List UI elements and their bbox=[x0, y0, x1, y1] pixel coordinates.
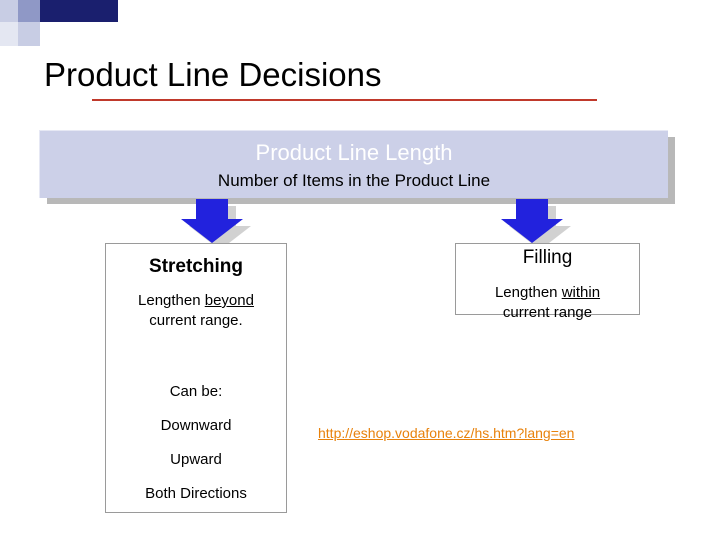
stretching-option-upward: Upward bbox=[170, 451, 222, 468]
arrow-stem bbox=[516, 199, 548, 219]
arrow-head bbox=[501, 219, 563, 243]
corner-block-3 bbox=[40, 0, 118, 22]
header-bar: Product Line Length Number of Items in t… bbox=[39, 130, 668, 198]
stretching-option-downward: Downward bbox=[160, 417, 232, 434]
filling-line-2: current range bbox=[502, 304, 593, 321]
filling-line-1-underlined: within bbox=[561, 284, 601, 301]
stretching-line-1-underlined: beyond bbox=[204, 292, 254, 309]
stretching-line-2: current range. bbox=[149, 312, 243, 329]
filling-heading: Filling bbox=[522, 247, 573, 268]
stretching-line-1: Lengthen beyond bbox=[106, 292, 286, 309]
header-bar-title: Product Line Length bbox=[255, 140, 453, 165]
vodafone-eshop-link[interactable]: http://eshop.vodafone.cz/hs.htm?lang=en bbox=[318, 425, 575, 441]
filling-box: Filling Lengthen within current range bbox=[455, 243, 640, 321]
down-arrow-left-icon bbox=[181, 199, 243, 243]
title-underline-rule bbox=[92, 99, 597, 101]
stretching-line-1-prefix: Lengthen bbox=[138, 292, 205, 309]
filling-line-1: Lengthen within bbox=[456, 284, 639, 301]
corner-block-2 bbox=[18, 0, 40, 22]
stretching-can-be-label: Can be: bbox=[169, 383, 223, 400]
stretching-heading: Stretching bbox=[149, 256, 243, 277]
header-bar-subtitle: Number of Items in the Product Line bbox=[217, 171, 491, 190]
corner-block-1 bbox=[0, 0, 18, 22]
filling-line-1-prefix: Lengthen bbox=[494, 284, 562, 301]
corner-block-4 bbox=[0, 22, 18, 46]
decorative-corner-blocks bbox=[0, 0, 130, 46]
arrow-stem bbox=[196, 199, 228, 219]
page-title: Product Line Decisions bbox=[44, 56, 382, 93]
stretching-option-both-directions: Both Directions bbox=[145, 485, 247, 502]
corner-block-5 bbox=[18, 22, 40, 46]
down-arrow-right-icon bbox=[501, 199, 563, 243]
arrow-head bbox=[181, 219, 243, 243]
stretching-box: Stretching Lengthen beyond current range… bbox=[105, 243, 287, 513]
